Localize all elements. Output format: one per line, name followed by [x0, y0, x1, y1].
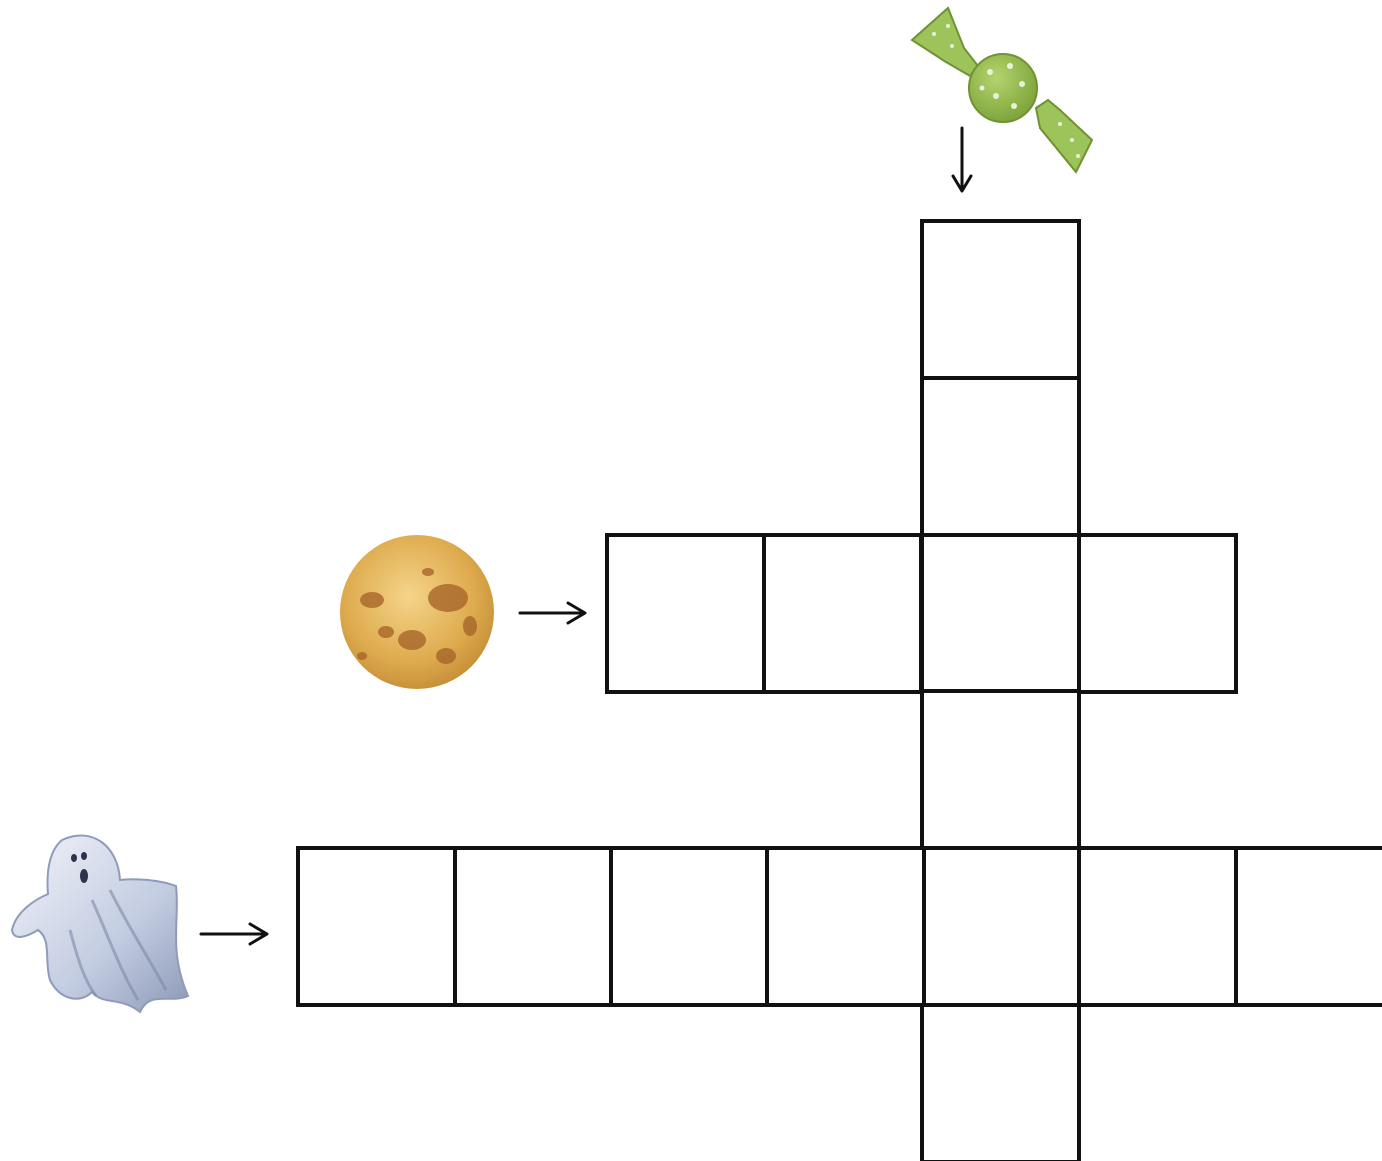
crossword-cell-candy[interactable] — [922, 221, 1079, 378]
crossword-cell-moon[interactable] — [764, 535, 921, 692]
crossword-cell-ghost[interactable] — [767, 848, 924, 1005]
moon-icon — [340, 535, 494, 689]
crossword-cell-candy[interactable] — [922, 848, 1079, 1005]
crossword-cell-candy[interactable] — [922, 378, 1079, 535]
right-arrow-icon — [201, 924, 267, 944]
down-arrow-icon — [953, 128, 971, 191]
crossword-cell-ghost[interactable] — [1236, 848, 1382, 1005]
right-arrow-icon — [520, 603, 585, 623]
ghost-icon — [12, 835, 188, 1012]
crossword-cell-ghost[interactable] — [455, 848, 612, 1005]
crossword-cell-moon[interactable] — [1079, 535, 1236, 692]
crossword-cell-candy[interactable] — [922, 535, 1079, 692]
crossword-cell-candy[interactable] — [922, 691, 1079, 848]
crossword-grid — [298, 221, 1382, 1161]
crossword-cell-ghost[interactable] — [611, 848, 768, 1005]
candy-icon — [912, 8, 1092, 172]
crossword-cell-ghost[interactable] — [298, 848, 455, 1005]
crossword-cell-candy[interactable] — [922, 1005, 1079, 1161]
crossword-cell-moon[interactable] — [607, 535, 764, 692]
crossword-cell-ghost[interactable] — [1079, 848, 1236, 1005]
